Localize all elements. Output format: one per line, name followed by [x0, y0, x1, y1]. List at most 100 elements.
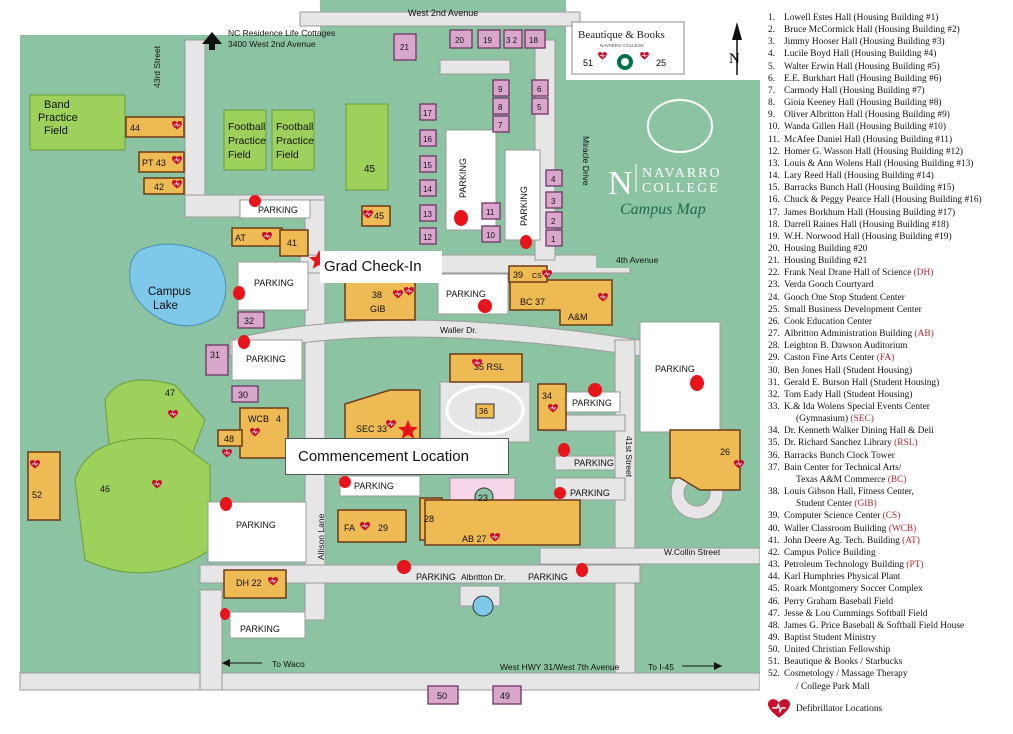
commencement-star-icon [398, 420, 418, 439]
building-am-label: A&M [568, 312, 588, 322]
street-miracle: Miracle Drive [581, 136, 591, 186]
legend-number: 8. [768, 98, 776, 109]
housing-11-label: 11 [486, 208, 495, 217]
legend-item: 25.Small Business Development Center [768, 304, 1008, 316]
legend-number: 27. [768, 329, 780, 340]
parking-markers [220, 195, 704, 620]
legend-item: 27.Albritton Administration Building (AB… [768, 328, 1008, 340]
building-48 [217, 429, 243, 447]
legend-number: 12. [768, 146, 780, 157]
road-housing [439, 59, 511, 75]
starbucks-logo-inner [621, 58, 629, 66]
building-39-label: 39 [513, 270, 523, 280]
legend-label: Cosmetology / Massage Therapy [784, 669, 908, 680]
building-fa-label: FA [344, 523, 355, 533]
road-southwest [199, 589, 223, 691]
legend-abbreviation: (BC) [887, 474, 907, 485]
legend-label: W.H. Norwood Hall (Housing Building #19) [784, 231, 952, 242]
legend-label: / College Park Mall [796, 681, 870, 692]
legend-number: 6. [768, 73, 776, 84]
parking-marker [478, 299, 492, 313]
legend-number: 20. [768, 243, 780, 254]
building-26-label: 26 [720, 447, 730, 457]
legend-label: Gioia Keeney Hall (Housing Building #8) [784, 98, 942, 109]
legend-label: Louis Gibson Hall, Fitness Center, [784, 487, 914, 498]
building-52-label: 52 [32, 490, 42, 500]
legend-number: 4. [768, 49, 776, 60]
housing-3-2-label: 3 2 [506, 36, 518, 45]
legend-text: K.& Ida Wolens Special Events Center [784, 401, 1008, 413]
legend-number: 47. [768, 608, 780, 619]
housing-9-label: 9 [498, 85, 503, 94]
legend-item: 13.Louis & Ann Wolens Hall (Housing Buil… [768, 158, 1008, 170]
legend-label: Baptist Student Ministry [784, 632, 877, 643]
legend-text: Housing Building #21 [784, 255, 1008, 267]
building-38-label: 38 [372, 290, 382, 300]
housing-20-label: 20 [455, 36, 464, 45]
legend-label: Waller Classroom Building [784, 523, 889, 534]
legend-item: 6. E.E. Burkhart Hall (Housing Building #… [768, 73, 1008, 85]
street-hwy31: West HWY 31/West 7th Avenue [500, 662, 620, 672]
legend-item: 10.Wanda Gillen Hall (Housing Building #… [768, 121, 1008, 133]
legend-number: 30. [768, 365, 780, 376]
legend-label: K.& Ida Wolens Special Events Center [784, 402, 930, 412]
legend-item: 11.McAfee Daniel Hall (Housing Building … [768, 134, 1008, 146]
housing-10-label: 10 [486, 231, 495, 240]
legend-number: 19. [768, 231, 780, 242]
football-field-2-label-2: Practice [276, 135, 314, 147]
legend-text: John Deere Ag. Tech. Building (AT) [784, 535, 1008, 547]
legend-label: Cook Education Center [784, 316, 873, 327]
legend-number: 26. [768, 316, 780, 327]
legend-label: Bain Center for Technical Arts/ [784, 462, 902, 473]
parking-label: PARKING [258, 205, 298, 215]
building-48-label: 48 [224, 434, 234, 444]
legend-number: 37. [768, 462, 780, 473]
legend-text: Walter Erwin Hall (Housing Building #5) [784, 61, 1008, 73]
housing-13-label: 13 [423, 210, 432, 219]
parking-marker [238, 335, 250, 349]
legend-item: (Gymnasium) (SEC) [768, 413, 1008, 425]
legend-label: Lowell Estes Hall (Housing Building #1) [784, 13, 939, 23]
legend-item: 36.Barracks Bunch Clock Tower [768, 450, 1008, 462]
housing-11 [481, 202, 501, 220]
football-field-1-label-2: Practice [228, 135, 266, 147]
buildings [27, 116, 741, 599]
building-cs-label: CS [532, 273, 542, 280]
campus-map: NC Residence Life Cottages 3400 West 2nd… [0, 0, 760, 734]
legend-label: Tom Eady Hall (Student Housing) [784, 389, 913, 400]
housing-17-label: 17 [423, 109, 432, 118]
legend-number: 24. [768, 292, 780, 303]
housing-18 [524, 29, 546, 49]
legend-text: Leighton B. Dawson Auditorium [784, 340, 1008, 352]
housing-30 [231, 385, 259, 403]
building-wcb-label: WCB [248, 414, 269, 424]
housing-1 [545, 229, 563, 247]
soccer-complex-label: 45 [364, 164, 376, 175]
legend-item: 23.Verda Gooch Courtyard [768, 279, 1008, 291]
legend-number [768, 413, 784, 425]
housing-3 [545, 191, 563, 209]
legend-text: E.E. Burkhart Hall (Housing Building #6) [784, 73, 1008, 85]
college-name-2: COLLEGE [642, 181, 720, 196]
arrow-east-head [714, 662, 722, 670]
legend-text: Barracks Bunch Hall (Housing Building #1… [784, 182, 1008, 194]
legend-number: 41. [768, 535, 780, 546]
football-field-1-label-3: Field [228, 149, 251, 161]
housing-19 [477, 29, 501, 49]
legend-number: 3. [768, 37, 776, 48]
legend-label: Ben Jones Hall (Student Housing) [784, 365, 913, 376]
courtyard-label: 23 [478, 493, 488, 503]
building-41 [279, 229, 309, 257]
legend-text: Jimmy Hooser Hall (Housing Building #3) [784, 36, 1008, 48]
to-i45-label: To I-45 [648, 662, 674, 672]
map-edge [0, 0, 320, 35]
legend-item: 37. Bain Center for Technical Arts/ [768, 462, 1008, 474]
legend-abbreviation: (AB) [914, 329, 934, 340]
clock-tower [475, 403, 495, 419]
store-number-left: 51 [583, 58, 593, 68]
building-26 [669, 429, 741, 491]
legend-text: Cosmetology / Massage Therapy [784, 668, 1008, 680]
legend-text: W.H. Norwood Hall (Housing Building #19) [784, 231, 1008, 243]
parking-marker [397, 560, 411, 574]
